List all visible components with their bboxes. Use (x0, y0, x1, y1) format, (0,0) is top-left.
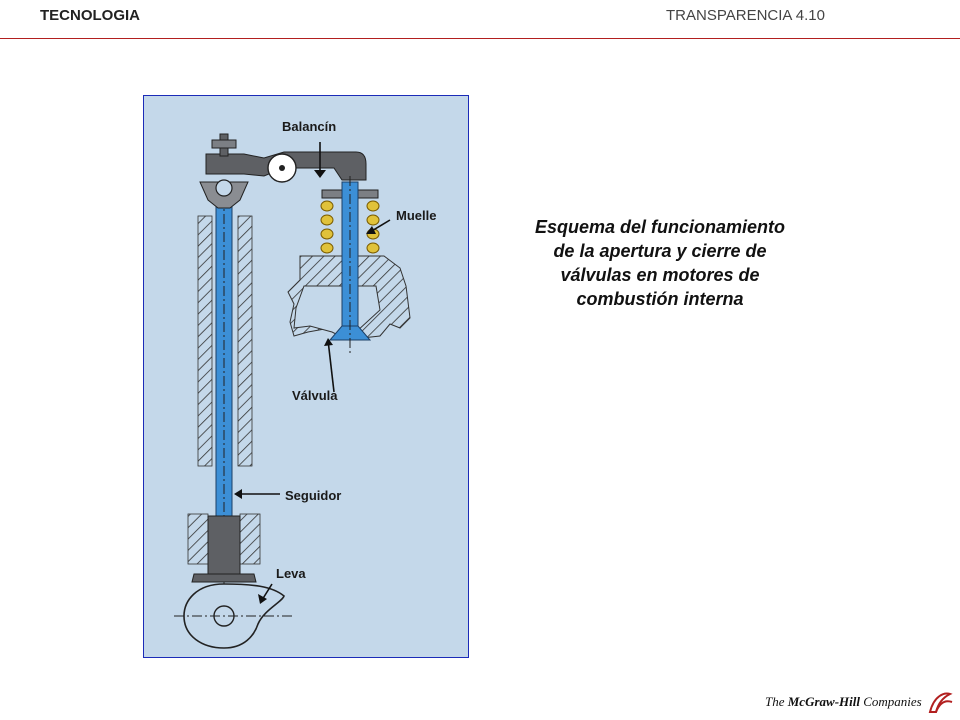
valve (328, 176, 372, 356)
logo-prefix: The (765, 694, 785, 709)
rocker-arm (205, 133, 367, 183)
valve-mechanism-diagram: Balancín Muelle Válvula Seguidor Leva (143, 95, 469, 658)
label-rocker: Balancín (282, 119, 336, 134)
publisher-emblem-icon (928, 692, 953, 713)
caption-line: válvulas en motores de (560, 265, 760, 285)
label-follower: Seguidor (285, 488, 341, 503)
label-cam: Leva (276, 566, 306, 581)
label-arrows (234, 142, 391, 604)
logo-brand: McGraw-Hill (787, 694, 860, 709)
label-spring: Muelle (396, 208, 436, 223)
caption-line: Esquema del funcionamiento (534, 217, 786, 237)
caption-line: combustión interna (576, 289, 744, 309)
header-divider (0, 38, 960, 39)
cam (174, 583, 294, 649)
header-subject: TECNOLOGIA (40, 7, 140, 24)
diagram-caption: Esquema del funcionamiento de la apertur… (510, 215, 810, 311)
publisher-logo: The McGraw-Hill Companies (765, 694, 922, 710)
label-valve: Válvula (292, 388, 338, 403)
caption-line: de la apertura y cierre de (553, 241, 767, 261)
diagram-canvas: Balancín Muelle Válvula Seguidor Leva (174, 119, 436, 649)
logo-suffix: Companies (863, 694, 922, 709)
header-slide-number: TRANSPARENCIA 4.10 (666, 7, 825, 24)
follower (191, 515, 257, 583)
pushrod-guide (187, 215, 261, 565)
pushrod-cup (199, 179, 249, 209)
